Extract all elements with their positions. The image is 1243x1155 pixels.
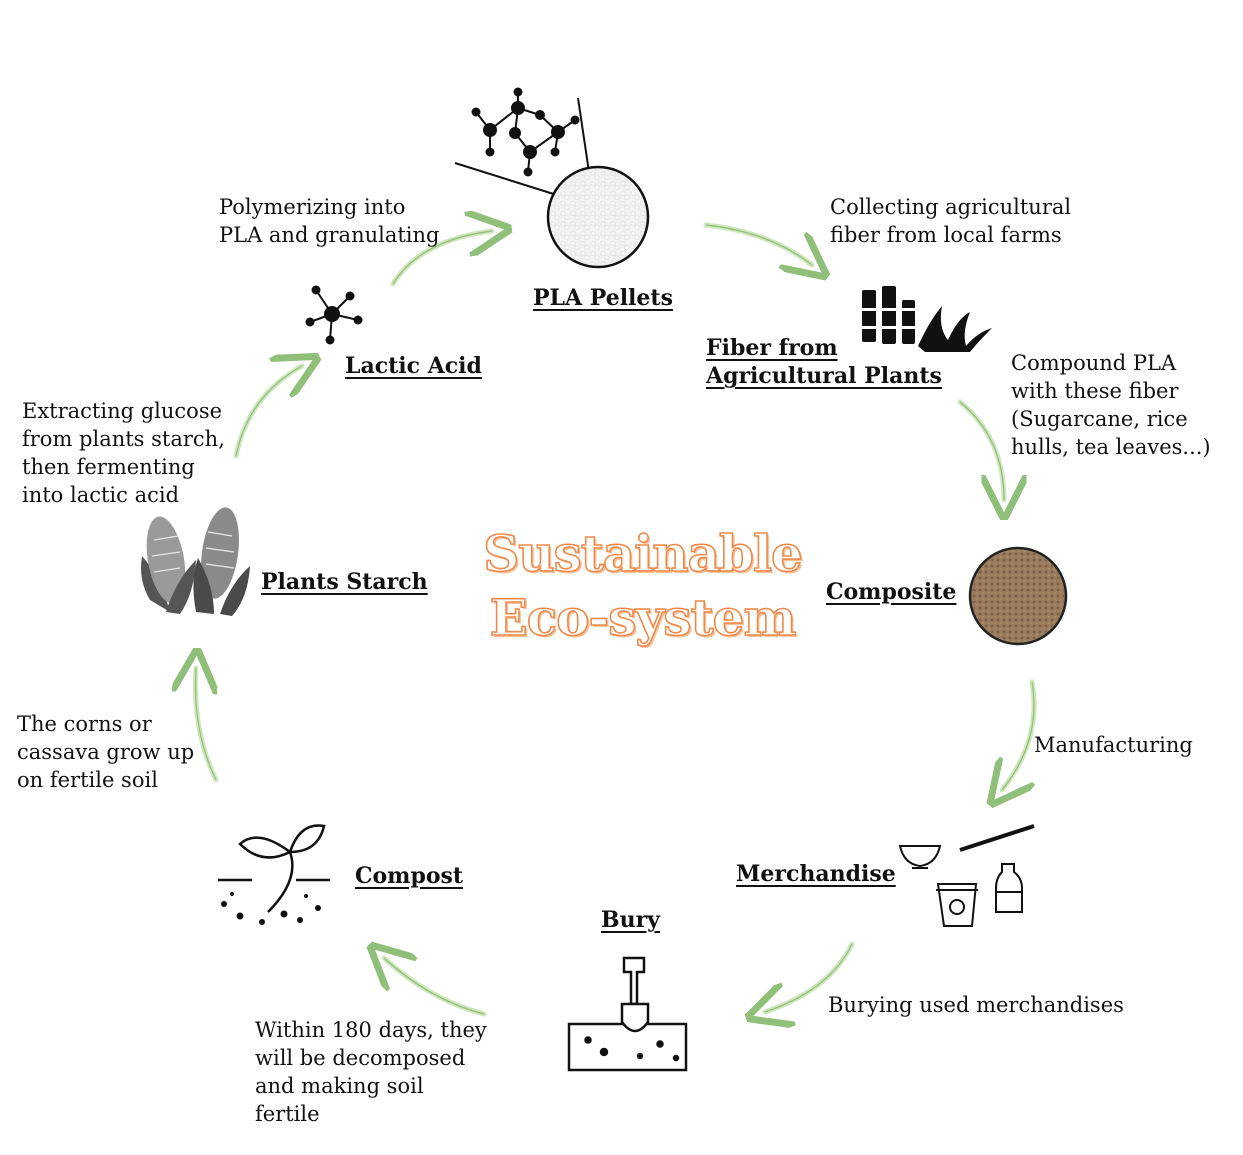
- step-collecting: Collecting agricultural fiber from local…: [830, 193, 1071, 249]
- step-extracting-line: then fermenting: [22, 455, 195, 479]
- molecule-network-icon: [454, 87, 590, 197]
- node-merchandise: Merchandise: [736, 861, 896, 887]
- step-burying: Burying used merchandises: [828, 991, 1124, 1019]
- composite-image: [968, 546, 1068, 646]
- arrow-compound: [957, 399, 1004, 500]
- node-bury: Bury: [601, 907, 660, 933]
- node-compost: Compost: [355, 863, 464, 889]
- step-grow: The corns or cassava grow up on fertile …: [17, 710, 194, 794]
- sprout-compost-icon: [218, 824, 330, 925]
- bowl-icon: [898, 845, 942, 868]
- node-composite: Composite: [826, 579, 957, 605]
- step-compound-line: with these fiber: [1011, 379, 1179, 403]
- step-compound-line: Compound PLA: [1011, 351, 1177, 375]
- step-collecting-line: Collecting agricultural: [830, 195, 1072, 219]
- step-extracting-line: into lactic acid: [22, 483, 180, 507]
- step-decompose-line: will be decomposed: [255, 1046, 466, 1070]
- step-extracting: Extracting glucose from plants starch, t…: [22, 397, 225, 509]
- bamboo-plants-icon: [858, 286, 992, 352]
- step-compound: Compound PLA with these fiber (Sugarcane…: [1011, 349, 1211, 461]
- step-decompose-line: fertile: [255, 1102, 320, 1126]
- node-plants-starch: Plants Starch: [261, 569, 428, 595]
- step-collecting-line: fiber from local farms: [830, 223, 1062, 247]
- merchandise-icons: [898, 824, 1035, 927]
- node-fiber-line-2: Agricultural Plants: [706, 363, 942, 389]
- step-decompose: Within 180 days, they will be decomposed…: [255, 1016, 487, 1128]
- step-manufacturing-line: Manufacturing: [1034, 733, 1193, 757]
- step-compound-line: hulls, tea leaves...): [1011, 435, 1211, 459]
- shovel-soil-icon: [567, 956, 688, 1072]
- coffee-cup-icon: [936, 883, 978, 927]
- step-polymerizing: Polymerizing into PLA and granulating: [219, 193, 440, 249]
- arrow-extracting: [233, 366, 302, 459]
- step-decompose-line: Within 180 days, they: [255, 1018, 487, 1042]
- step-polymerizing-line: PLA and granulating: [219, 223, 440, 247]
- node-pla-pellets: PLA Pellets: [533, 285, 673, 311]
- arrow-decompose: [384, 958, 487, 1017]
- step-grow-line: The corns or: [17, 712, 152, 736]
- lactic-acid-molecule-icon: [305, 285, 363, 345]
- step-polymerizing-line: Polymerizing into: [219, 195, 406, 219]
- diagram-title: Sustainable Eco-system: [470, 522, 815, 650]
- step-extracting-line: Extracting glucose: [22, 399, 223, 423]
- corn-icon: [141, 507, 250, 616]
- node-lactic-acid: Lactic Acid: [345, 353, 482, 379]
- step-extracting-line: from plants starch,: [22, 427, 225, 451]
- step-manufacturing: Manufacturing: [1034, 731, 1193, 759]
- pla-pellets-image: [546, 165, 650, 269]
- step-burying-line: Burying used merchandises: [828, 993, 1124, 1017]
- title-line-1: Sustainable: [482, 523, 803, 584]
- arrow-collecting: [703, 222, 812, 265]
- title-line-2: Eco-system: [489, 587, 797, 648]
- step-decompose-line: and making soil: [255, 1074, 424, 1098]
- step-grow-line: cassava grow up: [17, 740, 195, 764]
- arrow-manufacturing: [1002, 679, 1037, 790]
- cycle-arrow-outlines: [194, 224, 1035, 1015]
- straw-icon: [959, 824, 1035, 852]
- node-fiber-line-1: Fiber from: [706, 335, 838, 361]
- step-grow-line: on fertile soil: [17, 768, 158, 792]
- bottle-icon: [995, 863, 1023, 913]
- step-compound-line: (Sugarcane, rice: [1011, 407, 1188, 431]
